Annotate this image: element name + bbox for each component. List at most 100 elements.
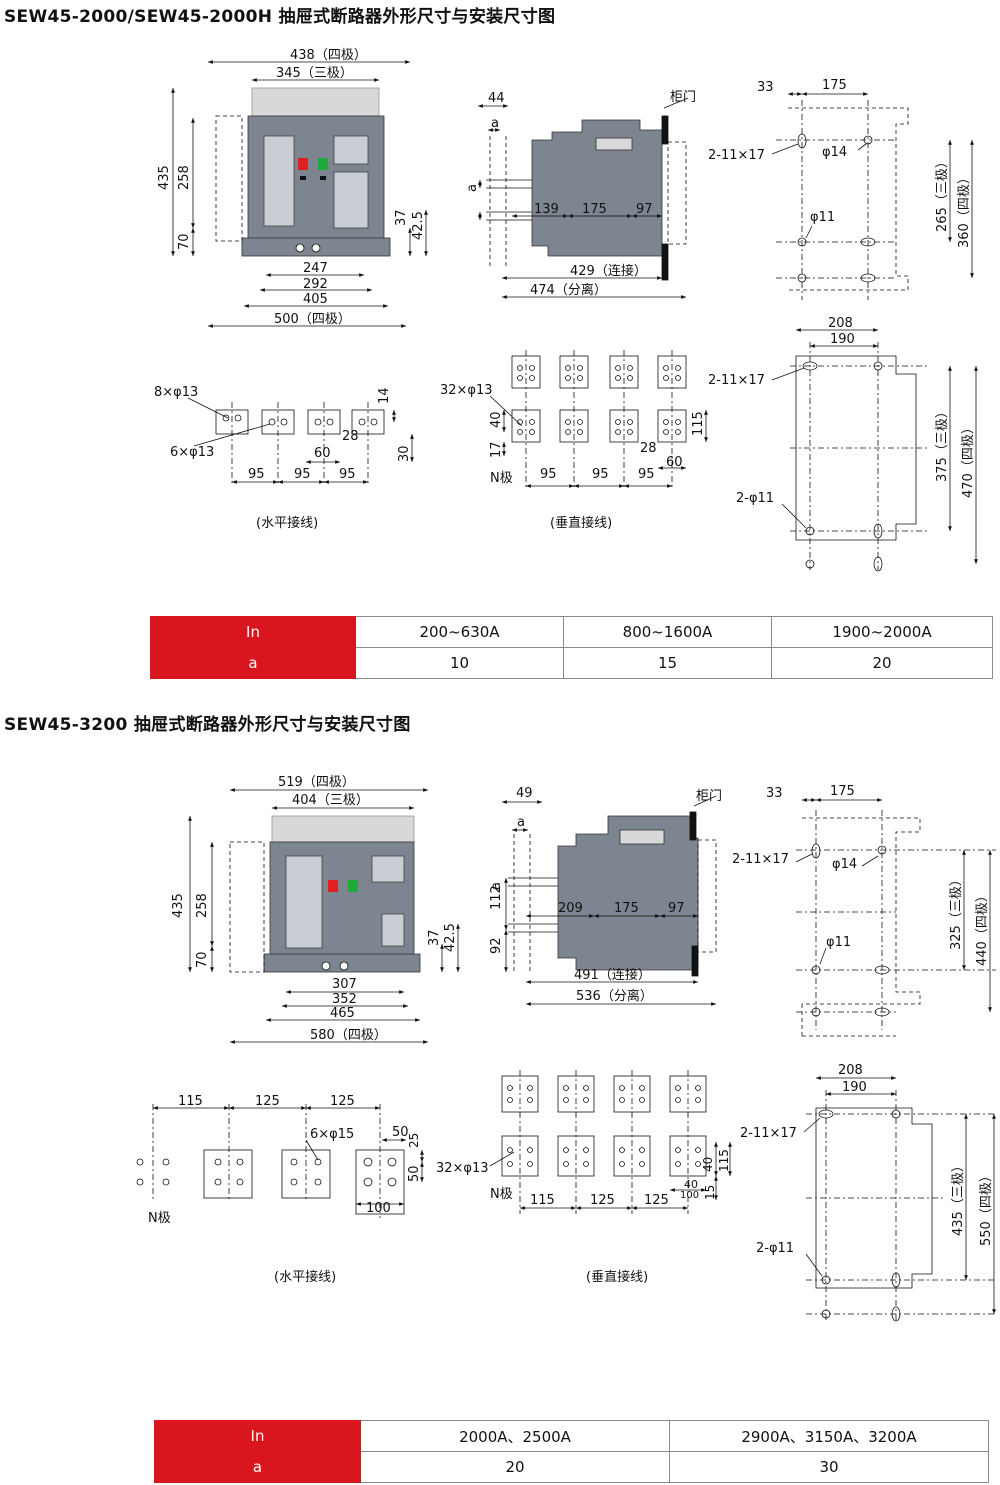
- s1-front-d438: 438（四极）: [290, 48, 367, 63]
- s1-v-d40: 40: [489, 411, 504, 428]
- s2-v-d115b: 115: [717, 1149, 731, 1172]
- s1-front-d500: 500（四极）: [274, 312, 351, 327]
- s1-side-a-rot: a: [465, 184, 480, 192]
- s1-row1-cell: 800~1600A: [563, 616, 772, 648]
- s1-front-d70: 70: [177, 233, 192, 250]
- s1-mt-d175: 175: [822, 78, 847, 93]
- s2-h-d125a: 125: [255, 1094, 280, 1109]
- s2-h-holes6: 6×φ15: [310, 1127, 354, 1142]
- s2-v-d15: 15: [703, 1185, 717, 1200]
- s2-front-d42-5: 42.5: [443, 923, 458, 952]
- s1-row2-cell: 10: [355, 647, 564, 679]
- s1-front-d258: 258: [177, 165, 192, 190]
- s1-h-d30: 30: [397, 445, 412, 462]
- s2-front-d352: 352: [332, 992, 357, 1007]
- s2-front-d435: 435: [171, 893, 186, 918]
- s1-row2-label: a: [150, 647, 356, 679]
- s2-h-d50b: 50: [407, 1165, 422, 1182]
- s2-mt-phi11: φ11: [826, 935, 851, 950]
- s2-mt-d325: 325（三极）: [949, 873, 964, 950]
- s1-mt-d360: 360（四极）: [957, 171, 972, 248]
- s1-h-d95a: 95: [248, 467, 265, 482]
- s1-v-d95b: 95: [592, 467, 609, 482]
- s1-h-d14: 14: [377, 387, 392, 404]
- s2-row2-label: a: [154, 1451, 361, 1483]
- s1-row1-cell: 200~630A: [355, 616, 564, 648]
- s2-side-d175: 175: [614, 901, 639, 916]
- s1-row2-cell: 20: [771, 647, 993, 679]
- s2-v-d125b: 125: [644, 1193, 669, 1208]
- s2-mount-top: [795, 798, 996, 1037]
- s1-vert-wiring: [489, 350, 708, 490]
- s2-mt-d33: 33: [766, 786, 783, 801]
- s1-mt-d265: 265（三极）: [935, 155, 950, 232]
- s2-front-d37: 37: [427, 929, 442, 946]
- s1-spec-table: In 200~630A 800~1600A 1900~2000A a 10 15…: [150, 616, 993, 679]
- s2-side-d536: 536（分离）: [576, 988, 653, 1004]
- s2-vert-caption: (垂直接线): [586, 1270, 649, 1285]
- s1-front-d292: 292: [303, 277, 328, 292]
- s2-h-d50a: 50: [392, 1125, 409, 1140]
- s2-vert-wiring: [489, 1070, 732, 1214]
- s1-mb-hole2: 2-φ11: [736, 491, 774, 506]
- s1-front-view: [171, 60, 428, 328]
- section1-title: SEW45-2000/SEW45-2000H 抽屉式断路器外形尺寸与安装尺寸图: [4, 7, 556, 27]
- s2-h-npole: N极: [148, 1211, 171, 1226]
- s2-side-a2: a: [489, 882, 504, 890]
- s2-side-d97: 97: [668, 901, 685, 916]
- s2-side-d49: 49: [516, 786, 533, 801]
- s2-row1-cell: 2900A、3150A、3200A: [669, 1420, 989, 1452]
- s2-horiz-wiring: [136, 1104, 424, 1218]
- s1-mb-hole1: 2-11×17: [708, 373, 765, 388]
- s2-mt-hole1: 2-11×17: [732, 852, 789, 867]
- table-row: a 20 30: [154, 1451, 989, 1483]
- s2-front-d465: 465: [330, 1006, 355, 1021]
- s2-side-a: a: [517, 815, 525, 830]
- s2-mt-phi14: φ14: [832, 857, 857, 872]
- s2-h-d100: 100: [366, 1201, 391, 1216]
- s1-side-d139: 139: [534, 202, 559, 217]
- s1-mb-d470: 470（四极）: [961, 421, 976, 498]
- s2-v-d125a: 125: [590, 1193, 615, 1208]
- s2-front-d70: 70: [195, 951, 210, 968]
- s2-mb-d435: 435（三极）: [951, 1159, 966, 1236]
- s1-v-d115: 115: [691, 411, 706, 436]
- s1-h-d60: 60: [314, 446, 331, 461]
- s1-mt-hole1: 2-11×17: [708, 148, 765, 163]
- s2-side-d92: 92: [489, 937, 504, 954]
- s1-horiz-caption: (水平接线): [256, 516, 319, 531]
- s2-mb-d190: 190: [842, 1080, 867, 1095]
- s2-row1-cell: 2000A、2500A: [360, 1420, 670, 1452]
- s2-mount-bottom: [803, 1076, 996, 1322]
- s2-front-d404: 404（三极）: [292, 793, 369, 808]
- s2-mb-d208: 208: [838, 1063, 863, 1078]
- s1-side-a: a: [491, 116, 499, 131]
- s1-v-holes32: 32×φ13: [440, 383, 493, 398]
- s2-h-d115: 115: [178, 1094, 203, 1109]
- s1-front-d247: 247: [303, 261, 328, 276]
- s1-h-holes6: 6×φ13: [170, 445, 214, 460]
- s1-vert-caption: (垂直接线): [550, 516, 613, 531]
- s1-v-d60: 60: [666, 455, 683, 470]
- s2-v-d40b: 40: [684, 1178, 698, 1191]
- s2-mb-hole1: 2-11×17: [740, 1126, 797, 1141]
- s1-side-d474: 474（分离）: [530, 282, 607, 298]
- s1-row2-cell: 15: [563, 647, 772, 679]
- s2-h-d125b: 125: [330, 1094, 355, 1109]
- s2-mb-hole2: 2-φ11: [756, 1241, 794, 1256]
- s2-front-d258: 258: [195, 893, 210, 918]
- s1-h-d95c: 95: [339, 467, 356, 482]
- s1-v-d17: 17: [489, 441, 504, 458]
- s1-horiz-wiring: [187, 397, 414, 486]
- s2-v-d100: 100: [680, 1190, 699, 1201]
- s2-front-d580: 580（四极）: [310, 1028, 387, 1043]
- s2-row2-cell: 30: [669, 1451, 989, 1483]
- s1-mt-d33: 33: [757, 80, 774, 95]
- s1-v-d28: 28: [640, 441, 657, 456]
- s2-side-d491: 491（连接）: [574, 967, 651, 983]
- s1-front-d435: 435: [157, 165, 172, 190]
- s2-h-d25: 25: [407, 1133, 421, 1148]
- s1-side-d44: 44: [488, 91, 505, 106]
- table-row: In 200~630A 800~1600A 1900~2000A: [150, 616, 993, 648]
- s2-v-d115: 115: [530, 1193, 555, 1208]
